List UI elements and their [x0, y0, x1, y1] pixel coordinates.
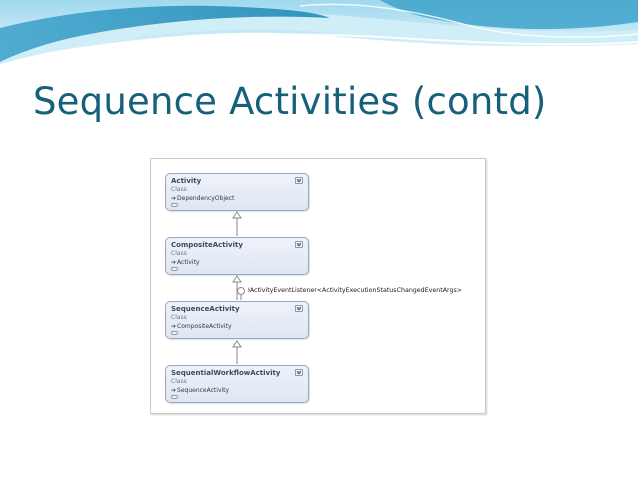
class-kind: Class	[171, 314, 187, 321]
members-toggle-icon[interactable]	[171, 267, 178, 271]
inheritance-arrow-3	[232, 340, 242, 348]
header-wave-line	[0, 33, 638, 67]
inherits-arrow-icon: ➔	[171, 259, 177, 266]
class-box-sequenceactivity[interactable]: SequenceActivity Class ➔CompositeActivit…	[165, 301, 309, 339]
members-toggle-icon[interactable]	[171, 395, 178, 399]
base-class-name: Activity	[177, 259, 200, 266]
header-wave-decoration	[0, 0, 638, 80]
inheritance-arrow-1	[232, 211, 242, 219]
class-name: Activity	[171, 177, 202, 185]
base-class-name: SequenceActivity	[177, 387, 230, 394]
class-kind: Class	[171, 250, 187, 257]
class-base: ➔CompositeActivity	[171, 323, 232, 330]
members-toggle-icon[interactable]	[171, 331, 178, 335]
collapse-chevron-icon[interactable]	[295, 305, 303, 312]
class-kind: Class	[171, 186, 187, 193]
class-name: CompositeActivity	[171, 241, 243, 249]
inherits-arrow-icon: ➔	[171, 387, 177, 394]
collapse-chevron-icon[interactable]	[295, 241, 303, 248]
class-diagram: Activity Class ➔DependencyObject Composi…	[150, 158, 486, 414]
collapse-chevron-icon[interactable]	[295, 369, 303, 376]
class-kind: Class	[171, 378, 187, 385]
base-class-name: CompositeActivity	[177, 323, 232, 330]
class-box-activity[interactable]: Activity Class ➔DependencyObject	[165, 173, 309, 211]
members-toggle-icon[interactable]	[171, 203, 178, 207]
header-wave-dark	[0, 5, 330, 63]
interface-label: IActivityEventListener<ActivityExecution…	[248, 287, 463, 294]
class-base: ➔DependencyObject	[171, 195, 234, 202]
inherits-arrow-icon: ➔	[171, 195, 177, 202]
header-wave-line-2	[299, 3, 638, 39]
class-box-sequentialworkflowactivity[interactable]: SequentialWorkflowActivity Class ➔Sequen…	[165, 365, 309, 403]
class-box-compositeactivity[interactable]: CompositeActivity Class ➔Activity	[165, 237, 309, 275]
slide-title: Sequence Activities (contd)	[33, 80, 547, 123]
class-name: SequentialWorkflowActivity	[171, 369, 281, 377]
class-base: ➔Activity	[171, 259, 199, 266]
class-name: SequenceActivity	[171, 305, 240, 313]
collapse-chevron-icon[interactable]	[295, 177, 303, 184]
class-base: ➔SequenceActivity	[171, 387, 229, 394]
inheritance-connectors	[232, 211, 245, 364]
interface-lollipop-icon	[237, 287, 245, 295]
inheritance-arrow-2	[232, 275, 242, 283]
header-wave-light	[0, 11, 638, 65]
header-wave-right	[380, 0, 638, 30]
base-class-name: DependencyObject	[177, 195, 235, 202]
inherits-arrow-icon: ➔	[171, 323, 177, 330]
